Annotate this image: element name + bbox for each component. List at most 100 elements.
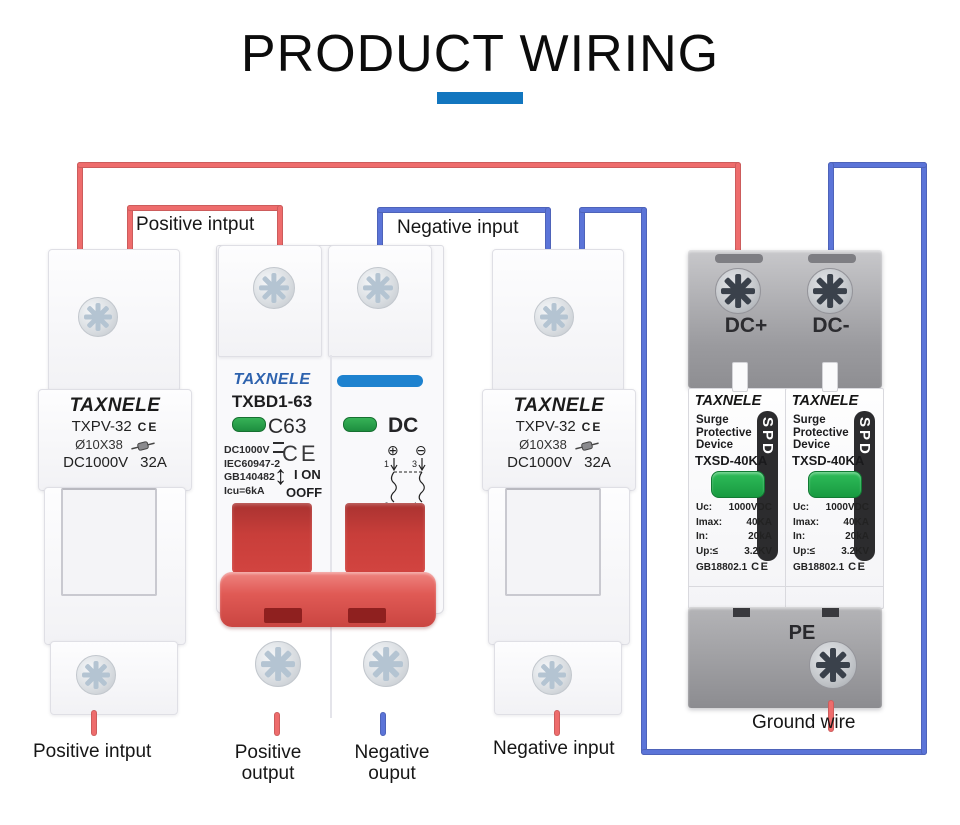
cert-text: GB18802.1 — [696, 562, 748, 573]
fuse-icon — [575, 440, 599, 451]
screw-icon — [809, 641, 857, 689]
ce-mark: CE — [581, 420, 603, 434]
fuse-size-text: Ø10X38 — [519, 437, 567, 452]
wire-negative-from-fuse — [579, 207, 585, 251]
plus-terminal-symbol: ⊕ — [387, 442, 399, 458]
spec-key: Up:≤ — [793, 545, 816, 557]
module-seam — [689, 586, 786, 587]
screw-icon — [78, 297, 118, 337]
ce-mark: CE — [751, 561, 770, 573]
status-window-green — [808, 471, 862, 498]
model-text: TXPV-32 — [71, 418, 132, 435]
screw-icon — [715, 268, 761, 314]
dc-pole-circuit-symbol: ⊕ ⊖ 1 3 2 4 — [384, 442, 427, 511]
wire-negative-from-breaker — [377, 207, 383, 249]
spd-banner: SPD — [757, 411, 778, 561]
wire-negative-bottom-run — [641, 749, 927, 755]
screw-icon — [357, 267, 399, 309]
spd-banner-text: SPD — [759, 417, 776, 457]
spec-key: Uc: — [696, 502, 713, 513]
spec-key: Imax: — [793, 516, 820, 528]
spd-specs: Uc:1000VDC Imax:40KA In:20kA Up:≤3.2KV — [793, 501, 869, 559]
spec-value: 20kA — [845, 531, 869, 542]
type-line3: Device — [696, 439, 734, 451]
din-clip-tab — [822, 362, 838, 392]
model-line: TXPV-32 CE — [39, 418, 191, 435]
brand-logo: TAXNELE — [791, 393, 859, 409]
spec-value: 1000VDC — [825, 502, 869, 513]
wire-stub-fuse1-bottom — [91, 710, 97, 736]
spec-voltage: DC1000V — [224, 444, 270, 456]
spd-model: TXSD-40KA — [695, 453, 768, 468]
pole2-blue-bar — [337, 375, 423, 387]
wire-negative-right-edge — [921, 162, 927, 755]
rating-voltage: DC1000V — [507, 454, 573, 471]
terminal-1: 1 — [384, 459, 389, 469]
spec-gb: GB140482 — [224, 471, 275, 483]
brand-logo: TAXNELE — [513, 395, 605, 416]
type-line1: Surge — [696, 414, 729, 426]
minus-terminal-symbol: ⊖ — [415, 442, 427, 458]
housing-notch — [733, 608, 750, 617]
ce-mark: CE — [137, 420, 159, 434]
device-type-lines: Surge Protective Device — [696, 414, 752, 452]
spec-key: Imax: — [696, 516, 723, 528]
wire-positive-to-breaker — [277, 205, 283, 249]
screw-icon — [534, 297, 574, 337]
spec-row: Uc: 1000VDC — [793, 501, 869, 516]
wire-stub-ground — [828, 700, 834, 732]
label-ground-wire: Ground wire — [752, 712, 856, 733]
spec-key: In: — [793, 531, 806, 542]
label-positive-input-top: Positive intput — [136, 214, 255, 235]
brand-logo: TAXNELE — [233, 371, 311, 388]
spec-value: 3.2KV — [841, 545, 869, 557]
type-line3: Device — [793, 439, 831, 451]
label-negative-output-line2: ouput — [368, 763, 416, 784]
spec-icu: Icu=6kA — [224, 484, 265, 497]
fuse-carrier-handle — [61, 488, 157, 596]
label-negative-output-line1: Negative — [354, 742, 430, 763]
screw-icon — [363, 641, 409, 687]
spd-banner: SPD — [854, 411, 875, 561]
fuse-size-line: Ø10X38 — [483, 437, 635, 452]
din-clip-tab — [732, 362, 748, 392]
spec-row: Up:≤ 3.2KV — [793, 545, 869, 560]
wire-stub-breaker-negative-out — [380, 712, 386, 736]
terminal-slot — [715, 254, 763, 263]
type-line1: Surge — [793, 414, 826, 426]
spec-key: Uc: — [793, 502, 810, 513]
screw-icon — [255, 641, 301, 687]
rating-current: 32A — [140, 454, 167, 471]
spec-row: In:20kA — [696, 530, 772, 545]
wire-negative-top-right-run — [828, 162, 927, 168]
terminal-slot — [808, 254, 856, 263]
dc-minus-label: DC- — [812, 314, 850, 337]
device-type-lines: Surge Protective Device — [793, 414, 849, 452]
wire-stub-fuse2-bottom — [554, 710, 560, 736]
spd-model: TXSD-40KA — [792, 453, 865, 468]
tie-bar-hole — [264, 608, 302, 623]
brand-logo: TAXNELE — [69, 395, 161, 416]
spec-value: 1000VDC — [728, 502, 772, 513]
wire-positive-long-top-run — [77, 162, 741, 168]
spd-specs: Uc:1000VDC Imax:40KA In:20kA Up:≤3.2KV — [696, 501, 772, 559]
label-negative-input-bottom: Negative input — [493, 738, 615, 759]
label-positive-output-line2: output — [241, 763, 295, 784]
breaker-curve-rating: C63 — [268, 415, 307, 438]
breaker-pole-seam — [330, 355, 332, 718]
spec-key: In: — [696, 531, 709, 542]
fuse-holder-body — [488, 487, 630, 645]
label-positive-output-line1: Positive — [234, 742, 302, 763]
handle-tie-bar — [220, 572, 436, 627]
updown-arrow-icon: ↕ — [274, 460, 288, 490]
status-indicator-green — [343, 417, 377, 432]
status-indicator-green — [232, 417, 266, 432]
wire-positive-long-left-leg — [77, 162, 83, 254]
breaker-toggle-handle-left — [232, 503, 312, 573]
label-positive-output: Positive output — [222, 742, 314, 784]
